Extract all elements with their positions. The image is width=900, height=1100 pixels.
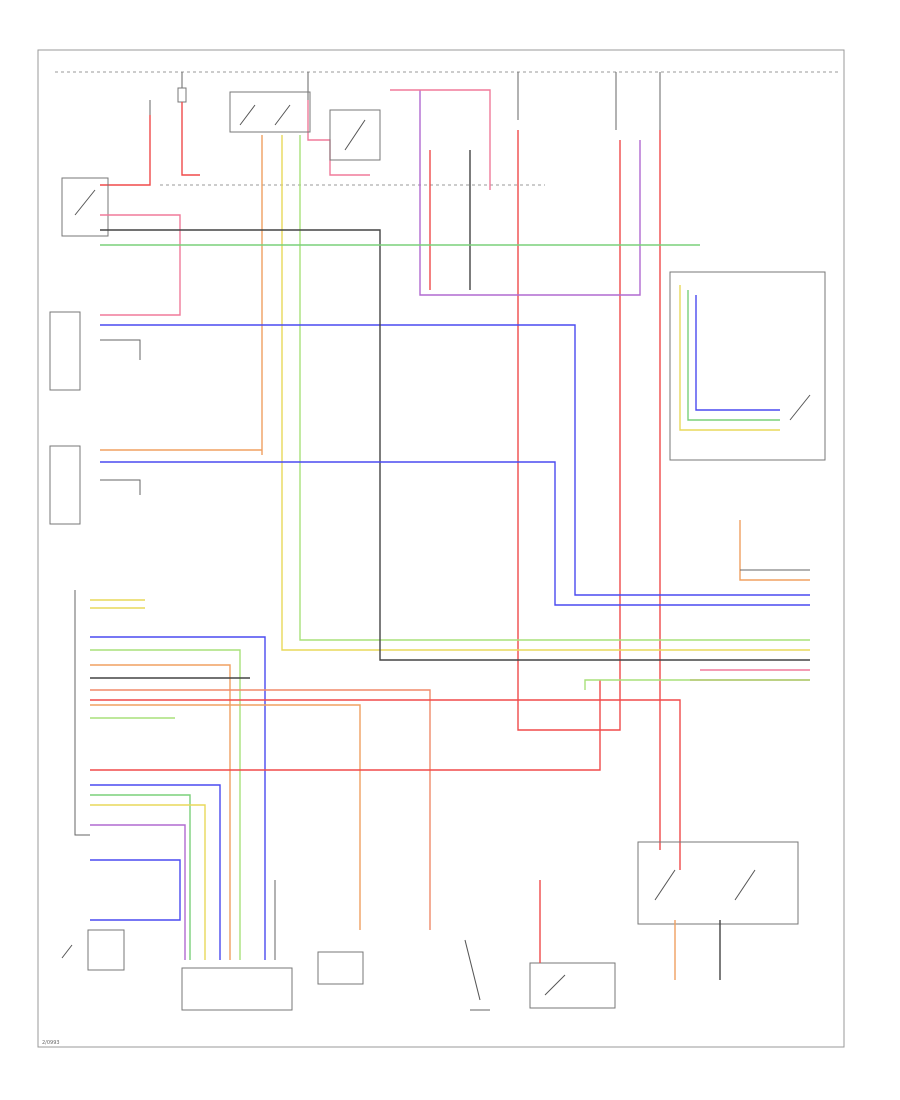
- secondary-relay: [329, 109, 381, 161]
- center-harness: [261, 89, 810, 651]
- bottom-left-connector: [74, 590, 681, 960]
- actuator-box: [181, 967, 293, 1011]
- bottom-left-motor: [61, 929, 125, 971]
- right-side-switch: [669, 271, 826, 461]
- fuse-group-1: [177, 72, 200, 176]
- diagram-frame: [37, 49, 845, 1048]
- fuse-group-2: [100, 100, 151, 186]
- fuse-group-5: [615, 72, 661, 850]
- right-connector-block: [584, 669, 810, 690]
- footer-code: 2/0993: [42, 1040, 60, 1046]
- left-module-2: [49, 445, 810, 606]
- ground-switch: [464, 939, 490, 1011]
- bottom-relay: [529, 880, 616, 1009]
- fuse-group-4: [517, 72, 621, 731]
- left-module-1: [49, 311, 141, 391]
- pressure-switch: [637, 841, 799, 980]
- sensor-box: [274, 880, 364, 985]
- right-lower-module: [739, 520, 810, 581]
- main-relay: [229, 91, 311, 133]
- top-left-switch: [61, 177, 810, 661]
